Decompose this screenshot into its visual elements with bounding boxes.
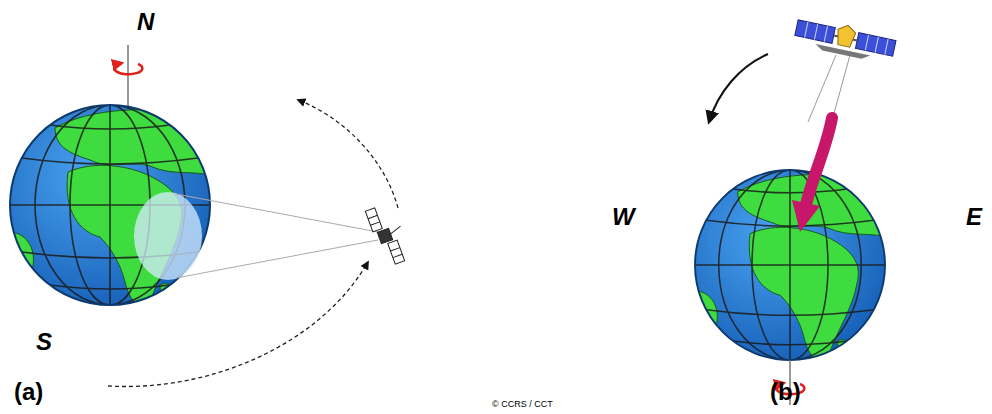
- figure-label: (a): [14, 380, 43, 404]
- copyright-note: © CCRS / CCT: [492, 400, 553, 409]
- direction-label: E: [966, 205, 982, 229]
- pole-label: S: [36, 330, 52, 354]
- pole-label: N: [137, 10, 154, 34]
- direction-label: W: [612, 205, 635, 229]
- figure-label: (b): [770, 380, 801, 404]
